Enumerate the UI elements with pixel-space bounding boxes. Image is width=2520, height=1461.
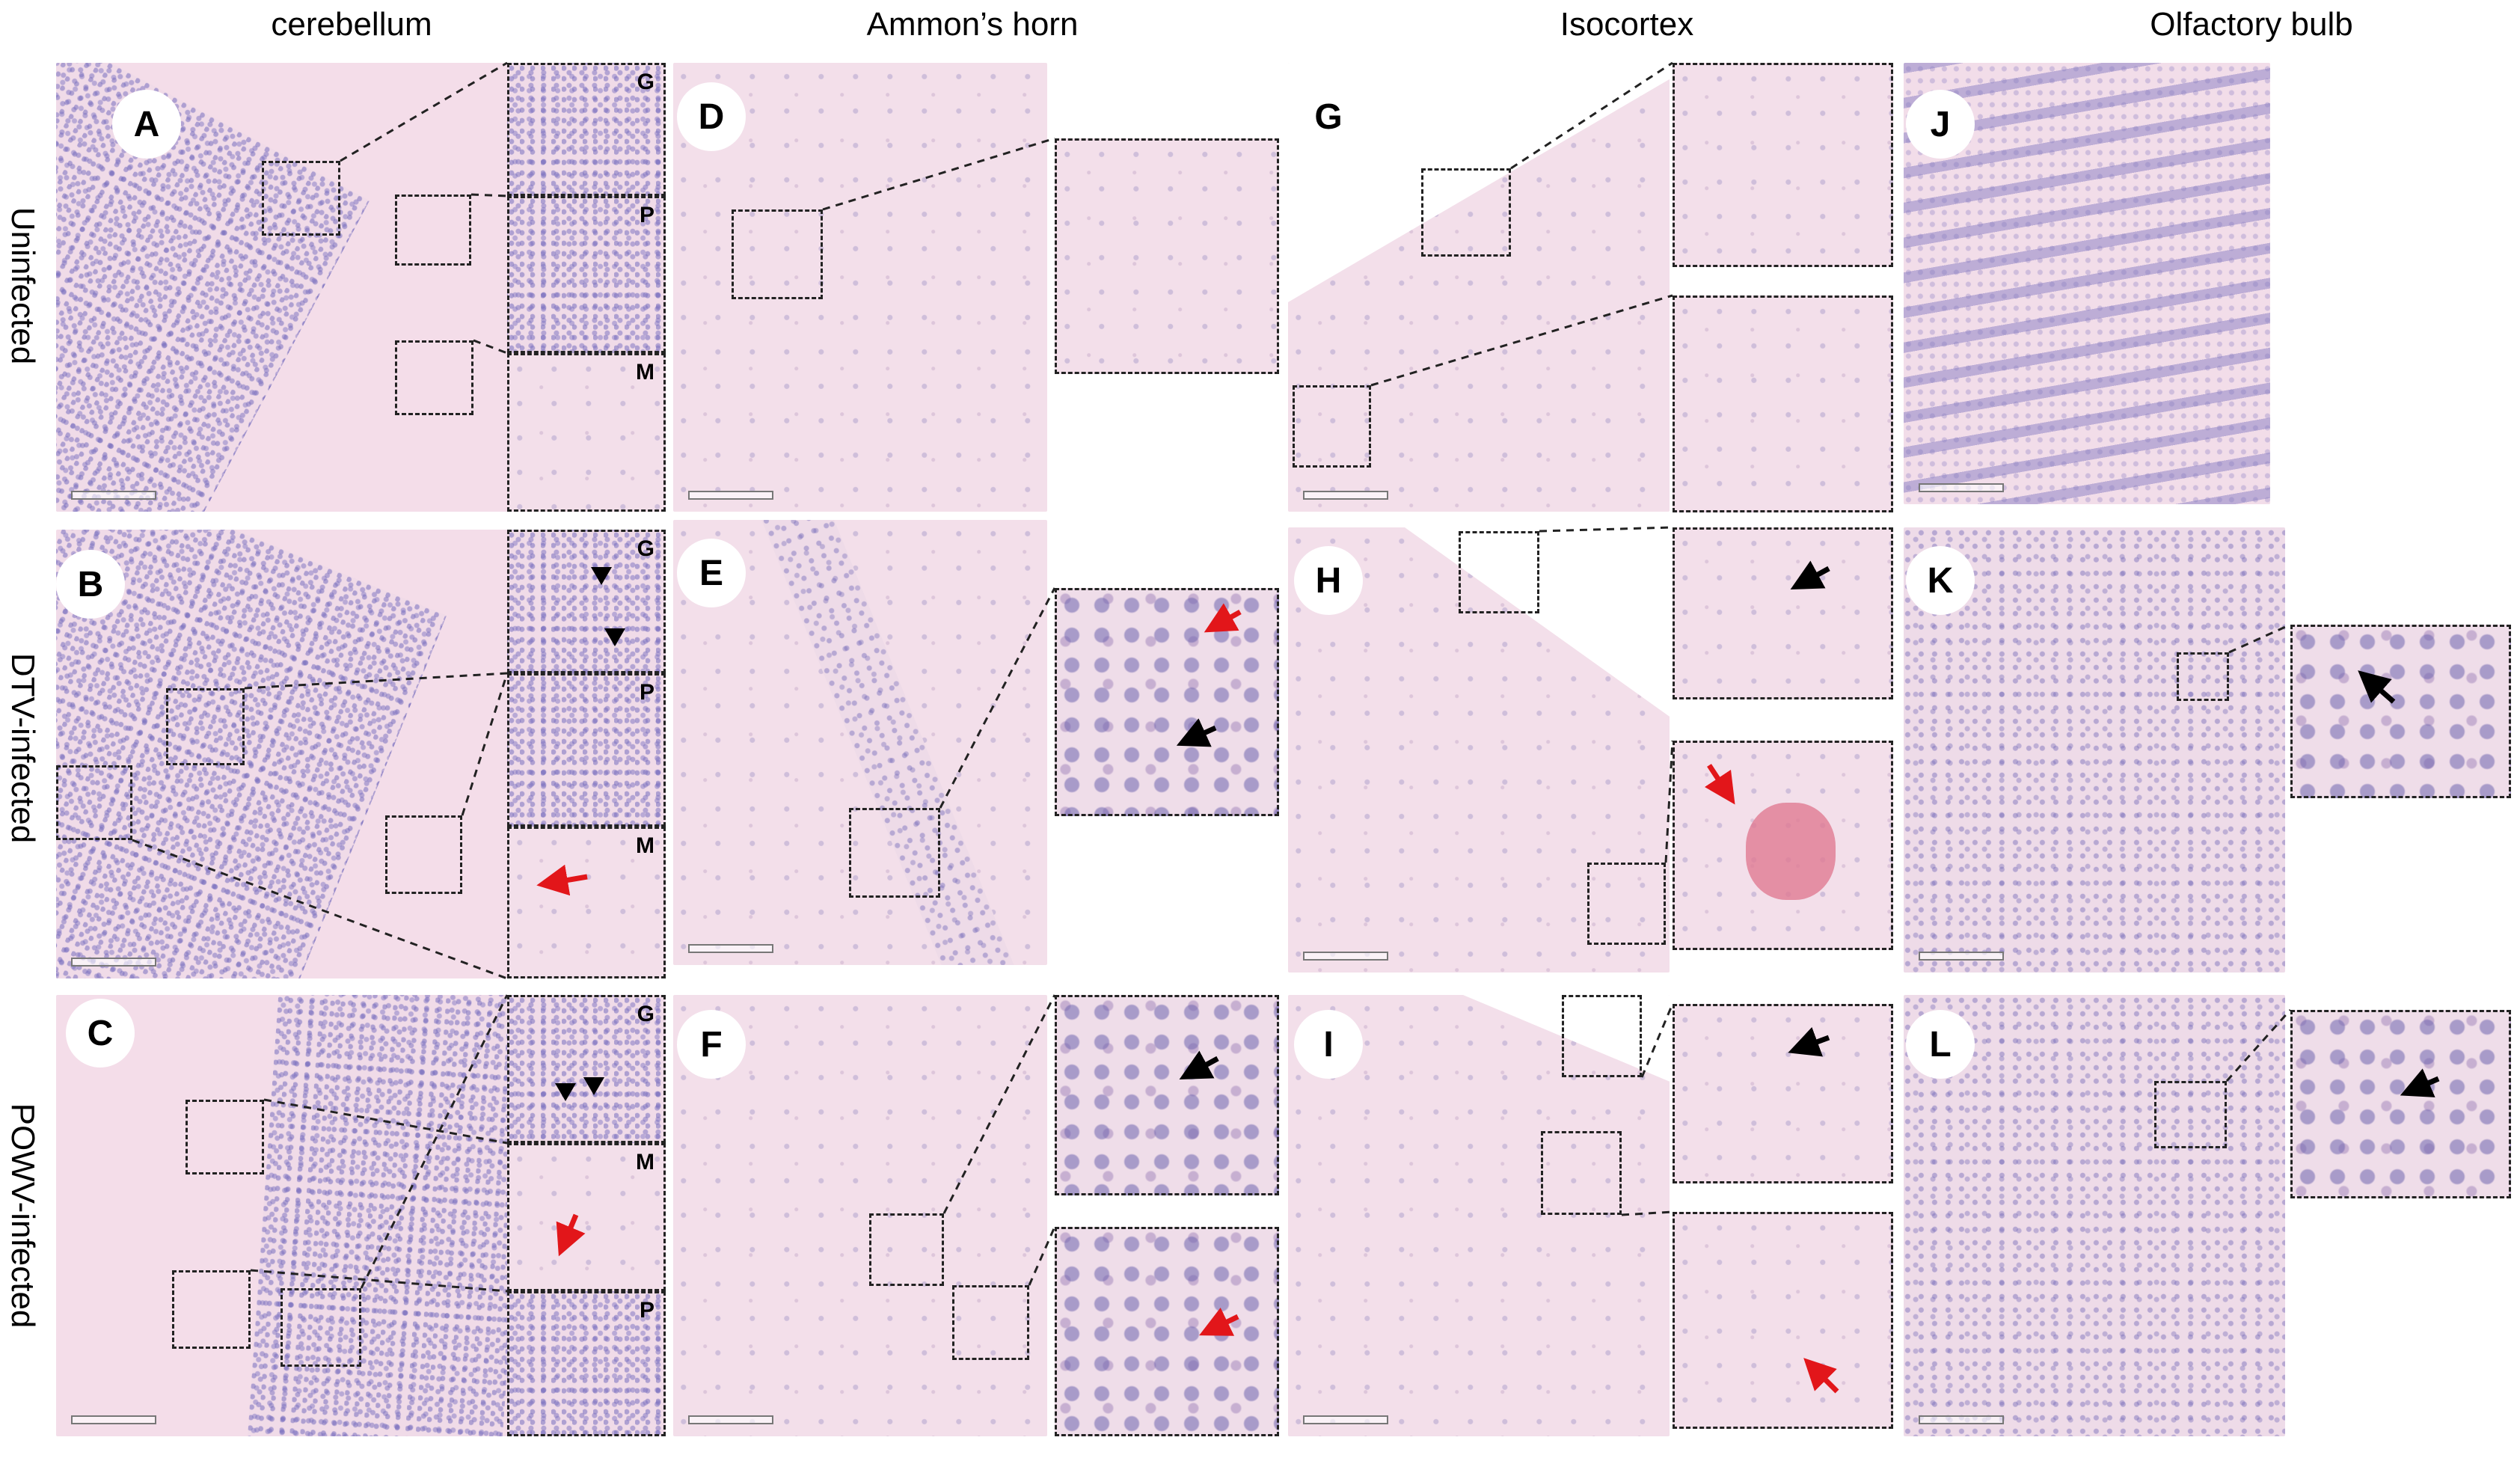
roi-box-a-granular: [262, 161, 340, 236]
inset-i-surface: [1673, 1004, 1893, 1183]
panel-label-h: H: [1294, 546, 1363, 615]
inset-g-surface: [1673, 63, 1893, 267]
granular-layer: [56, 63, 370, 512]
inset-a-granular: G: [507, 63, 666, 196]
inset-d: [1055, 138, 1279, 374]
roi-box-c-purkinje: [280, 1288, 361, 1367]
inset-label: G: [637, 1002, 654, 1026]
micrograph-panel-l: [1904, 995, 2285, 1436]
scale-bar: [1303, 952, 1388, 961]
panel-label-k: K: [1906, 546, 1975, 615]
panel-label-b: B: [56, 550, 125, 619]
roi-box-e: [849, 808, 940, 898]
column-title-cerebellum: cerebellum: [271, 6, 432, 43]
roi-box-k: [2177, 652, 2229, 701]
scale-bar: [688, 491, 773, 500]
inset-e: [1055, 588, 1279, 816]
scale-bar: [688, 944, 773, 953]
column-title-isocortex: Isocortex: [1560, 6, 1694, 43]
roi-box-b-molecular: [56, 765, 132, 840]
panel-label-g: G: [1294, 82, 1363, 151]
panel-label-j: J: [1906, 90, 1975, 159]
panel-label-f: F: [677, 1010, 746, 1079]
roi-box-l: [2154, 1081, 2227, 1148]
scale-bar: [1919, 1415, 2004, 1424]
inset-g-vessel: [1673, 295, 1893, 512]
roi-box-h-vessel: [1587, 863, 1666, 945]
scale-bar: [1303, 1415, 1388, 1424]
inset-b-purkinje: P: [507, 673, 666, 827]
granular-layer: [244, 995, 535, 1436]
scale-bar: [1303, 491, 1388, 500]
inset-label: P: [639, 1298, 654, 1323]
panel-label-c: C: [66, 999, 135, 1068]
row-title-dtv-infected: DTV-infected: [4, 652, 41, 844]
column-title-ammons-horn: Ammon’s horn: [866, 6, 1079, 43]
inset-k: [2290, 625, 2511, 798]
panel-label-a: A: [112, 90, 181, 159]
scale-bar: [1919, 952, 2004, 961]
micrograph-panel-k: [1904, 527, 2285, 973]
inset-c-purkinje: P: [507, 1291, 666, 1436]
inset-label: P: [639, 680, 654, 705]
roi-box-d: [732, 209, 823, 299]
roi-box-c-granular: [172, 1270, 251, 1349]
inset-label: M: [636, 1150, 654, 1174]
column-title-olfactory-bulb: Olfactory bulb: [2150, 6, 2353, 43]
inset-label: G: [637, 70, 654, 94]
pyramidal-layer: [755, 520, 1014, 965]
roi-box-g-vessel: [1293, 385, 1371, 468]
scale-bar: [71, 491, 156, 500]
roi-box-c-molecular: [186, 1100, 264, 1174]
inset-i-vessel: [1673, 1212, 1893, 1429]
inset-a-purkinje: P: [507, 196, 666, 353]
scale-bar: [71, 1415, 156, 1424]
inset-f-upper: [1055, 995, 1279, 1195]
roi-box-i-vessel: [1541, 1131, 1622, 1215]
inset-label: G: [637, 536, 654, 561]
inset-b-molecular: M: [507, 827, 666, 978]
inset-f-lower: [1055, 1227, 1279, 1436]
inset-c-granular: G: [507, 995, 666, 1143]
inset-label: M: [636, 833, 654, 858]
scale-bar: [1919, 483, 2004, 492]
roi-box-f-lower: [952, 1285, 1029, 1360]
inset-h-surface: [1673, 527, 1893, 699]
roi-box-f-upper: [869, 1213, 944, 1286]
roi-box-b-granular: [166, 688, 245, 765]
inset-l: [2290, 1010, 2511, 1198]
roi-box-g-surface: [1421, 168, 1511, 257]
row-title-uninfected: Uninfected: [4, 206, 41, 365]
row-title-powv-infected: POWV-infected: [4, 1103, 41, 1329]
scale-bar: [71, 958, 156, 967]
inset-label: P: [639, 203, 654, 227]
roi-box-i-surface: [1562, 995, 1642, 1077]
roi-box-b-purkinje: [385, 815, 462, 894]
hemorrhage-region: [1746, 803, 1836, 900]
inset-b-granular: G: [507, 530, 666, 673]
panel-label-d: D: [677, 82, 746, 151]
inset-a-molecular: M: [507, 353, 666, 512]
panel-label-i: I: [1294, 1010, 1363, 1079]
panel-label-e: E: [677, 539, 746, 607]
inset-h-vessel: [1673, 741, 1893, 950]
roi-box-h-surface: [1459, 531, 1539, 613]
roi-box-a-purkinje: [395, 195, 471, 266]
inset-c-molecular: M: [507, 1143, 666, 1291]
panel-label-l: L: [1906, 1010, 1975, 1079]
inset-label: M: [636, 360, 654, 385]
scale-bar: [688, 1415, 773, 1424]
roi-box-a-molecular: [395, 340, 473, 415]
